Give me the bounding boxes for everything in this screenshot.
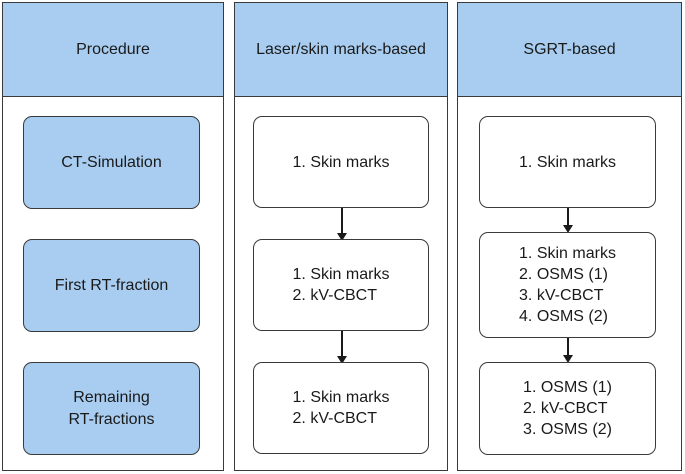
laser-step-list-1: 1. Skin marks <box>293 152 390 173</box>
procedure-box-label-line-2: RT-fractions <box>68 410 155 428</box>
step-item: 2. kV-CBCT <box>292 410 377 427</box>
procedure-box-label: First RT-fraction <box>54 276 169 294</box>
sgrt-column: SGRT-based 1. Skin marks 1. Skin marks 2… <box>457 2 682 471</box>
sgrt-step-list-1: 1. Skin marks <box>519 152 616 173</box>
procedure-column: Procedure CT-Simulation First RT-fractio… <box>2 2 224 471</box>
step-item: 1. Skin marks <box>292 389 390 406</box>
step-item: 1. Skin marks <box>292 153 390 171</box>
step-item: 3. kV-CBCT <box>519 287 604 304</box>
step-item: 1. Skin marks <box>292 266 390 283</box>
laser-step-box-1: 1. Skin marks <box>253 116 429 208</box>
step-item: 1. Skin marks <box>519 245 616 262</box>
step-item: 1. OSMS (1) <box>523 379 612 396</box>
step-item: 4. OSMS (2) <box>519 308 608 325</box>
sgrt-step-box-1: 1. Skin marks <box>479 116 656 208</box>
down-arrow-icon <box>562 208 574 233</box>
laser-step-list-2: 1. Skin marks 2. kV-CBCT <box>293 264 390 306</box>
sgrt-step-box-2: 1. Skin marks 2. OSMS (1) 3. kV-CBCT 4. … <box>479 232 656 338</box>
step-item: 2. kV-CBCT <box>292 287 377 304</box>
down-arrow-icon <box>562 338 574 363</box>
step-item: 1. Skin marks <box>519 153 616 171</box>
procedure-box-remaining-rt-fractions: Remaining RT-fractions <box>23 362 200 455</box>
laser-step-list-3: 1. Skin marks 2. kV-CBCT <box>293 387 390 429</box>
step-item: 2. OSMS (1) <box>519 266 608 283</box>
laser-step-box-3: 1. Skin marks 2. kV-CBCT <box>253 362 429 454</box>
procedure-box-label: CT-Simulation <box>61 153 162 171</box>
sgrt-header: SGRT-based <box>458 3 681 97</box>
down-arrow-icon <box>336 331 348 364</box>
sgrt-step-list-3: 1. OSMS (1) 2. kV-CBCT 3. OSMS (2) <box>523 377 612 440</box>
sgrt-step-list-2: 1. Skin marks 2. OSMS (1) 3. kV-CBCT 4. … <box>519 243 616 327</box>
procedure-box-label-line-1: Remaining <box>73 388 150 406</box>
step-item: 3. OSMS (2) <box>523 421 612 438</box>
laser-column: Laser/skin marks-based 1. Skin marks 1. … <box>234 2 448 471</box>
down-arrow-icon <box>336 208 348 241</box>
procedure-header: Procedure <box>3 3 223 97</box>
sgrt-step-box-3: 1. OSMS (1) 2. kV-CBCT 3. OSMS (2) <box>479 362 656 455</box>
procedure-box-first-rt-fraction: First RT-fraction <box>23 239 200 332</box>
procedure-box-ct-simulation: CT-Simulation <box>23 116 200 209</box>
laser-step-box-2: 1. Skin marks 2. kV-CBCT <box>253 239 429 331</box>
step-item: 2. kV-CBCT <box>523 400 608 417</box>
laser-header: Laser/skin marks-based <box>235 3 447 97</box>
